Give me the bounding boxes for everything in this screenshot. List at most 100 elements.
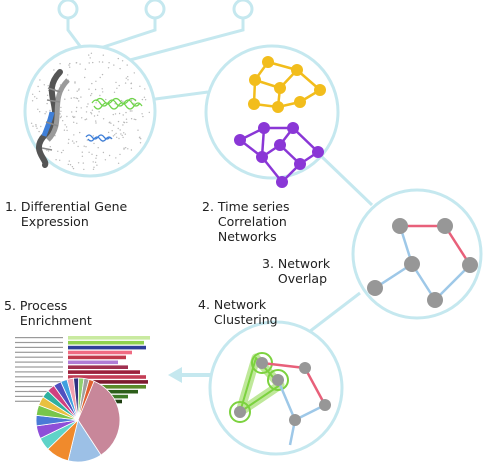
green-cluster-highlight bbox=[229, 352, 289, 423]
speckle-dot bbox=[69, 164, 72, 166]
enrichment-bar bbox=[68, 340, 144, 345]
speckle-dot bbox=[121, 134, 123, 137]
speckle-dot bbox=[79, 63, 81, 65]
pie-slice bbox=[77, 379, 95, 421]
speckle-dot bbox=[59, 159, 61, 161]
term-label-line bbox=[15, 371, 63, 373]
speckle-dot bbox=[63, 129, 66, 131]
enrichment-bar bbox=[68, 370, 140, 374]
speckle-dot bbox=[99, 76, 101, 79]
connector-node-2 bbox=[144, 0, 166, 20]
speckle-dot bbox=[108, 154, 111, 157]
speckle-dot bbox=[127, 148, 129, 150]
speckle-dot bbox=[62, 149, 64, 152]
speckle-dot bbox=[71, 140, 74, 142]
speckle-dot bbox=[125, 77, 128, 79]
speckle-dot bbox=[67, 163, 70, 166]
speckle-dot bbox=[89, 57, 91, 59]
speckle-dot bbox=[101, 88, 103, 90]
speckle-dot bbox=[78, 100, 80, 102]
speckle-dot bbox=[90, 52, 93, 54]
speckle-dot bbox=[83, 145, 85, 147]
speckle-dot bbox=[102, 118, 105, 120]
speckle-dot bbox=[65, 126, 68, 128]
speckle-dot bbox=[47, 150, 50, 152]
speckle-dot bbox=[92, 161, 94, 163]
speckle-dot bbox=[66, 115, 68, 118]
speckle-dot bbox=[32, 125, 34, 127]
speckle-dot bbox=[45, 111, 47, 113]
speckle-dot bbox=[83, 168, 85, 171]
speckle-dot bbox=[60, 115, 62, 118]
speckle-dot bbox=[102, 54, 105, 56]
speckle-dot bbox=[102, 91, 104, 93]
speckle-dot bbox=[137, 129, 139, 131]
speckle-dot bbox=[71, 111, 73, 113]
speckle-dot bbox=[131, 110, 133, 112]
speckle-dot bbox=[115, 132, 117, 135]
enrichment-bar bbox=[68, 360, 118, 365]
speckle-dot bbox=[88, 54, 90, 56]
speckle-dot bbox=[92, 61, 94, 64]
speckle-dot bbox=[140, 138, 142, 140]
speckle-dot bbox=[90, 94, 92, 97]
speckle-dot bbox=[99, 94, 101, 97]
speckle-dot bbox=[127, 79, 129, 81]
speckle-dot bbox=[144, 88, 146, 90]
speckle-dot bbox=[64, 124, 66, 126]
speckle-dot bbox=[59, 113, 61, 115]
speckle-dot bbox=[117, 57, 120, 60]
speckle-dot bbox=[104, 159, 107, 161]
speckle-dot bbox=[130, 99, 133, 101]
speckle-dot bbox=[93, 115, 96, 117]
speckle-dot bbox=[117, 127, 119, 130]
speckle-dot bbox=[124, 82, 127, 84]
speckle-dot bbox=[109, 121, 111, 123]
speckle-dot bbox=[49, 109, 51, 112]
speckle-dot bbox=[86, 139, 89, 141]
speckle-dot bbox=[115, 81, 117, 84]
speckle-dot bbox=[111, 130, 113, 132]
purple-network bbox=[234, 122, 324, 188]
speckle-dot bbox=[35, 124, 37, 126]
speckle-dot bbox=[55, 159, 57, 161]
speckle-dot bbox=[71, 166, 74, 168]
speckle-dot bbox=[130, 87, 133, 90]
speckle-dot bbox=[90, 113, 93, 115]
speckle-dot bbox=[116, 136, 118, 138]
speckle-dot bbox=[73, 134, 75, 136]
speckle-dot bbox=[75, 97, 77, 99]
enrichment-pie-thumbnail bbox=[35, 377, 121, 463]
speckle-dot bbox=[84, 76, 86, 79]
speckle-dot bbox=[46, 102, 48, 105]
speckle-dot bbox=[96, 114, 99, 117]
yellow-network bbox=[248, 56, 326, 113]
speckle-dot bbox=[141, 98, 144, 101]
speckle-dot bbox=[74, 82, 76, 84]
speckle-dot bbox=[69, 66, 71, 68]
speckle-dot bbox=[60, 110, 62, 113]
speckle-dot bbox=[86, 106, 88, 108]
speckle-dot bbox=[74, 116, 76, 118]
speckle-dot bbox=[59, 116, 62, 119]
speckle-dot bbox=[67, 74, 69, 76]
term-label-line bbox=[15, 341, 63, 344]
speckle-dot bbox=[64, 98, 66, 100]
speckle-dot bbox=[122, 100, 124, 103]
speckle-dot bbox=[40, 125, 42, 128]
speckle-dot bbox=[94, 161, 97, 163]
speckle-dot bbox=[113, 64, 115, 66]
term-label-line bbox=[15, 366, 63, 368]
speckle-dot bbox=[119, 129, 121, 131]
speckle-dot bbox=[81, 155, 84, 157]
speckle-dot bbox=[85, 111, 88, 113]
speckle-dot bbox=[90, 111, 92, 114]
speckle-dot bbox=[124, 133, 127, 135]
speckle-dot bbox=[85, 118, 88, 120]
speckle-dot bbox=[125, 147, 127, 149]
gene-expression-circle bbox=[23, 44, 157, 178]
speckle-dot bbox=[91, 93, 93, 95]
speckle-dot bbox=[95, 102, 97, 104]
speckle-dot bbox=[37, 108, 39, 111]
speckle-dot bbox=[75, 110, 78, 113]
